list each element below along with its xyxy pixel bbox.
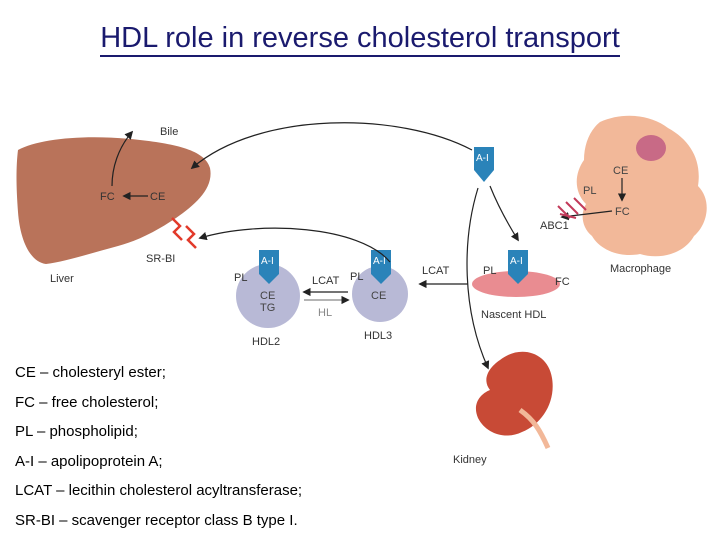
ureter (518, 407, 551, 450)
hdl-to-liver-arrow (198, 227, 391, 263)
macrophage-label: Macrophage (610, 263, 671, 275)
ai-to-kidney-arrow (466, 187, 490, 370)
liver-fc-label: FC (100, 191, 115, 203)
legend-item: FC – free cholesterol; (15, 393, 159, 411)
nascent-pl-label: PL (483, 265, 496, 277)
lcat-label-right: LCAT (422, 265, 450, 277)
nascent-apoa1-icon (508, 250, 528, 284)
sr-bi-receptor (171, 217, 197, 249)
legend-item: PL – phospholipid; (15, 423, 138, 441)
hdl2-apoa1-icon (259, 250, 279, 284)
ai-to-nascent-arrow (489, 185, 519, 242)
slide-title: HDL role in reverse cholesterol transpor… (0, 22, 720, 57)
nascent-ai-label: A-I (510, 256, 523, 267)
abc1-label: ABC1 (540, 220, 569, 232)
macrophage-nucleus (636, 135, 666, 161)
hdl2-particle (236, 264, 300, 328)
hdl3-ai-label: A-I (373, 256, 386, 267)
hl-label: HL (318, 307, 332, 319)
nascent-hdl-disc (472, 271, 560, 297)
liver-ce-label: CE (150, 191, 165, 203)
hdl3-pl-label: PL (350, 271, 363, 283)
legend-item: A-I – apolipoprotein A; (15, 452, 163, 470)
nascent-fc-label: FC (555, 276, 570, 288)
hdl2-label: HDL2 (252, 336, 280, 348)
kidney-label: Kidney (453, 454, 487, 466)
liver-shape (16, 137, 211, 264)
macrophage-pl-label: PL (583, 185, 596, 197)
sr-bi-label: SR-BI (146, 253, 175, 265)
abbreviation-legend: CE – cholesteryl ester; FC – free choles… (15, 358, 435, 536)
lcat-label-middle: LCAT (312, 275, 340, 287)
hdl2-pl-label: PL (234, 272, 247, 284)
macrophage-ce-label: CE (613, 165, 628, 177)
hdl2-ce-label: CE (260, 290, 275, 302)
hdl2-tg-label: TG (260, 302, 275, 314)
legend-item: CE – cholesteryl ester; (15, 364, 166, 381)
legend-item: LCAT – lecithin cholesterol acyltransfer… (15, 482, 303, 500)
hdl3-particle (352, 266, 408, 322)
top-return-arrow (190, 122, 473, 170)
free-ai-label: A-I (476, 153, 489, 164)
free-apoa1-icon (474, 147, 494, 182)
bile-label: Bile (160, 126, 178, 138)
nascent-hdl-label: Nascent HDL (481, 309, 546, 321)
abc1-transporter (557, 197, 587, 219)
hdl2-ai-label: A-I (261, 256, 274, 267)
fc-to-bile-arrow (111, 130, 134, 187)
kidney-shape (475, 351, 553, 436)
hdl3-label: HDL3 (364, 330, 392, 342)
macrophage-shape (576, 115, 707, 257)
legend-item: SR-BI – scavenger receptor class B type … (15, 511, 298, 529)
liver-label: Liver (50, 273, 74, 285)
macrophage-fc-label: FC (615, 206, 630, 218)
slide-title-text: HDL role in reverse cholesterol transpor… (100, 22, 620, 57)
hdl3-ce-label: CE (371, 290, 386, 302)
